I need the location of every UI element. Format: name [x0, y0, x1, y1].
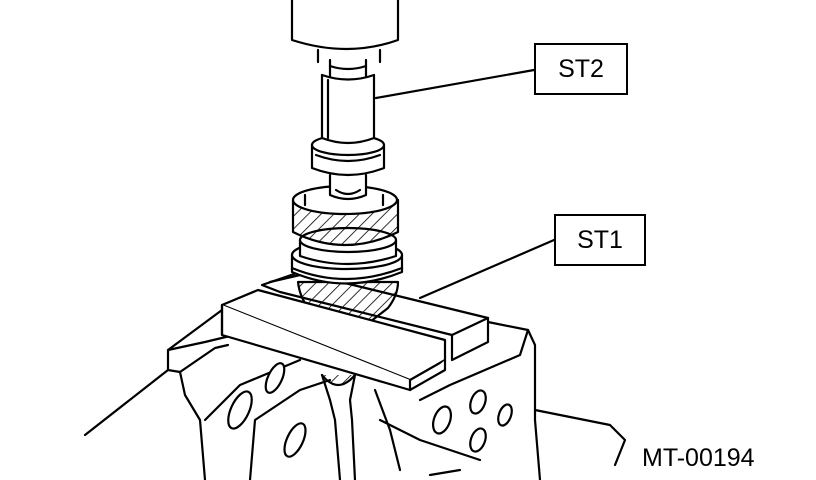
vise-hole	[283, 422, 307, 458]
figure-id: MT-00194	[642, 444, 755, 472]
st1-front-bar	[220, 288, 447, 392]
vise-body	[83, 308, 627, 480]
st2-label: ST2	[534, 43, 628, 95]
vise-hole	[431, 405, 453, 435]
vise-hole	[227, 390, 253, 430]
st1-leader-line	[418, 238, 556, 300]
st2-press-tool	[290, 0, 400, 177]
vise-hole	[469, 389, 487, 415]
st1-label: ST1	[554, 214, 646, 266]
vise-hole	[497, 403, 513, 427]
st2-leader-line	[374, 68, 536, 100]
vise-hole	[469, 427, 487, 453]
vise-hole	[264, 362, 286, 394]
